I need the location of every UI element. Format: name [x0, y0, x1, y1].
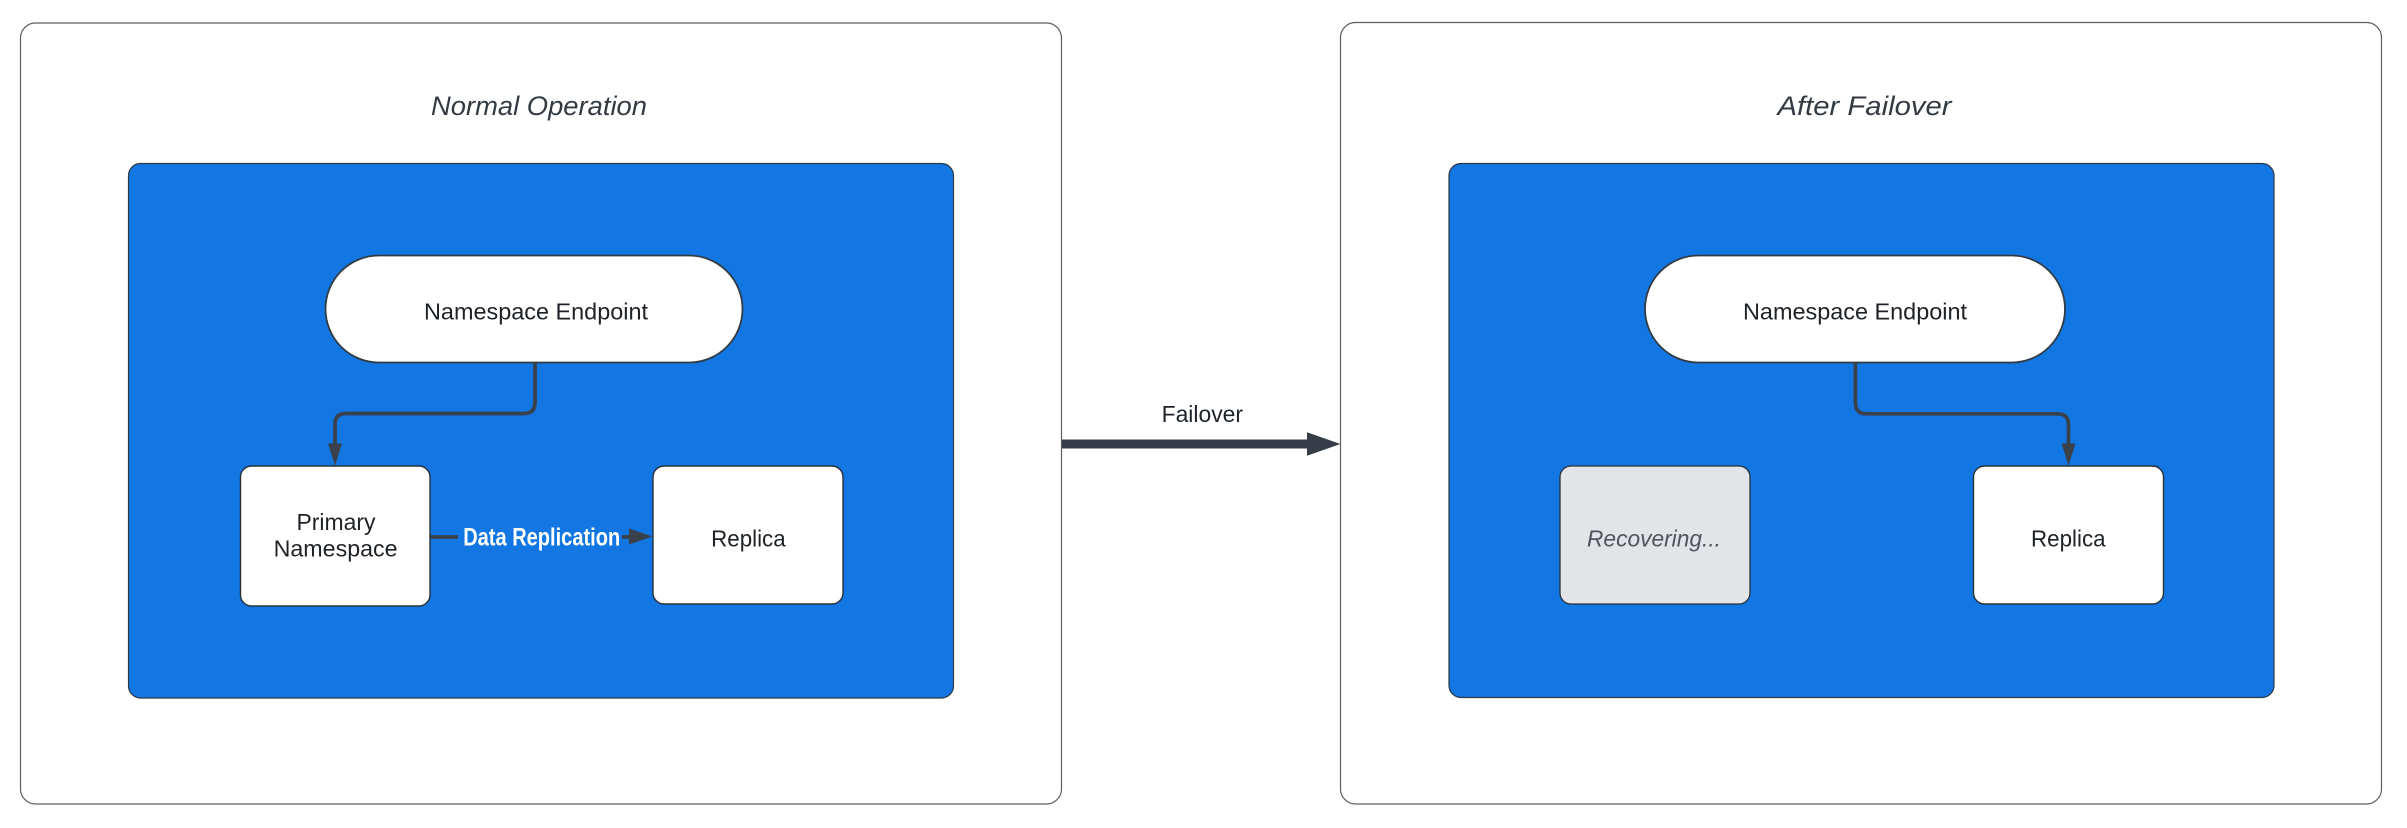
svg-text:Failover: Failover [1162, 401, 1244, 427]
svg-text:Data Replication: Data Replication [463, 524, 620, 552]
svg-text:After Failover: After Failover [1775, 91, 1952, 121]
svg-text:Namespace Endpoint: Namespace Endpoint [1743, 299, 1968, 325]
svg-text:Replica: Replica [711, 526, 786, 552]
svg-text:Namespace: Namespace [274, 536, 398, 562]
svg-text:Recovering...: Recovering... [1587, 526, 1721, 552]
svg-text:Namespace Endpoint: Namespace Endpoint [424, 299, 649, 325]
svg-text:Normal Operation: Normal Operation [431, 91, 647, 121]
svg-text:Primary: Primary [297, 509, 376, 535]
svg-text:Replica: Replica [2031, 526, 2106, 552]
